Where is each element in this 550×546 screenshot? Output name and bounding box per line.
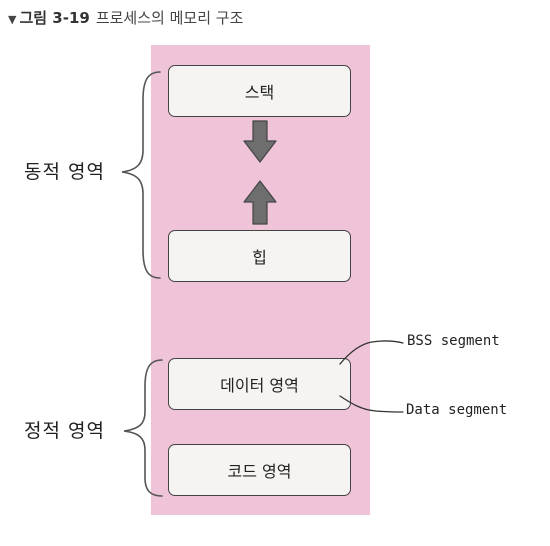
figure-caption: ▼그림 3-19 프로세스의 메모리 구조 (8, 8, 243, 30)
dynamic-region-brace (121, 71, 161, 279)
data-segment: 데이터 영역 (168, 358, 351, 410)
heap-label: 힙 (252, 248, 267, 267)
stack-growth-arrow-down (243, 120, 277, 163)
process-memory-block: 스택 힙 데이터 영역 코드 영역 (151, 45, 370, 515)
data-segment-annotation: Data segment (406, 402, 508, 418)
stack-segment: 스택 (168, 65, 351, 117)
data-segment-leader-line (339, 395, 404, 413)
figure-title: 프로세스의 메모리 구조 (95, 9, 244, 27)
static-region-label: 정적 영역 (24, 420, 105, 442)
code-segment-label: 코드 영역 (227, 462, 292, 481)
dynamic-region-label: 동적 영역 (24, 161, 105, 183)
code-segment: 코드 영역 (168, 444, 351, 496)
bss-leader-line (339, 340, 404, 365)
bss-segment-annotation: BSS segment (407, 333, 500, 349)
static-region-brace (123, 359, 163, 497)
stack-label: 스택 (244, 83, 275, 102)
heap-segment: 힙 (168, 230, 351, 282)
data-segment-label: 데이터 영역 (220, 376, 299, 395)
caption-marker: ▼ (8, 13, 17, 26)
figure-number: 그림 3-19 (19, 9, 90, 27)
heap-growth-arrow-up (243, 180, 277, 225)
